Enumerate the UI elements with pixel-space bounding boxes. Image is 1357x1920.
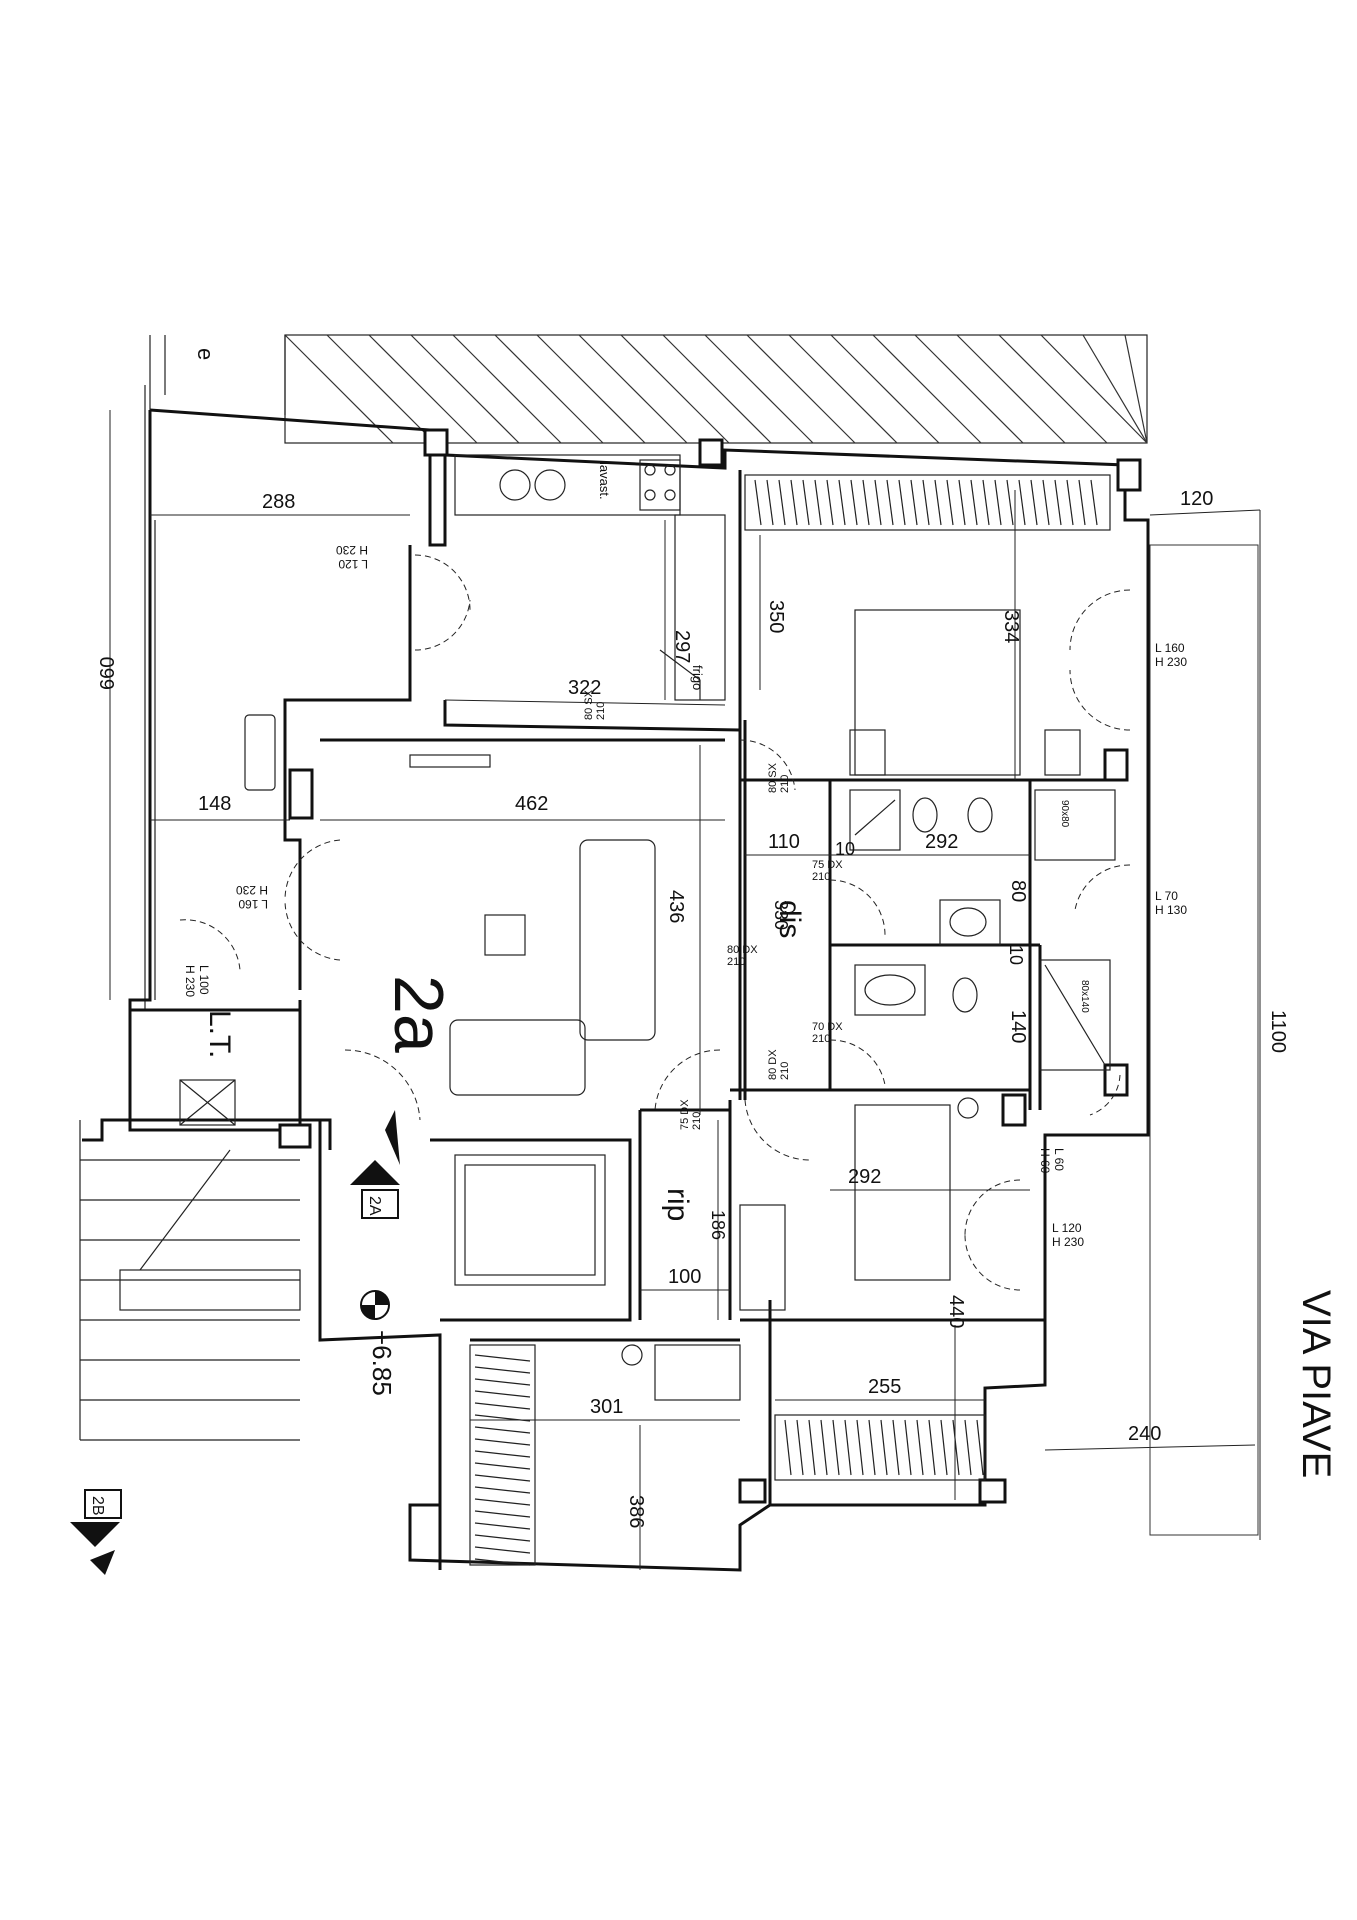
door-bath2-width: 70 DX [812,1021,843,1033]
level-marker [360,1290,390,1320]
door-kitchen-height: 210 [595,702,607,720]
dim-440: 440 [945,1295,967,1328]
dim-436: 436 [665,890,687,923]
fixture-shower-2: 80x140 [1079,980,1090,1013]
dim-10-a: 10 [835,839,855,859]
dim-140: 140 [1007,1010,1029,1043]
window-bath2-h: H 60 [1038,1148,1052,1174]
living-furniture [244,609,1081,1401]
dim-120: 120 [1180,488,1213,510]
door-living-width: 80 DX [727,944,758,956]
street-label: VIA PIAVE [1294,1290,1338,1478]
dim-288: 288 [262,491,295,513]
section-2a-label: 2A [366,1196,383,1216]
window-master: L 160 H 230 [1155,641,1187,669]
door-swings [179,554,1131,1291]
room-storage-label: rip [661,1188,694,1221]
door-kitchen-label: 80 SX 210 [583,689,607,720]
door-master-label: 80 SX 210 [767,762,791,793]
window-living: L 160 H 230 [236,883,268,911]
dim-292-a: 292 [925,831,958,853]
fixture-fridge: frigo [690,665,705,690]
dim-100: 100 [668,1266,701,1288]
neighbour-hatch-area [284,334,1148,444]
door-living-label: 80 DX 210 [727,944,758,968]
window-stair-l: L 100 [197,965,211,995]
dim-350: 350 [765,600,787,633]
dim-462: 462 [515,793,548,815]
room-stair-label: L.T. [203,1010,236,1058]
dimension-lines [109,410,1261,1570]
door-bed2-width: 80 DX [767,1049,779,1080]
dim-186: 186 [708,1210,728,1240]
kitchen-counter [454,454,726,701]
dim-386: 386 [625,1495,647,1528]
window-bed2: L 120 H 230 [1052,1221,1084,1249]
door-bed2-label: 80 DX 210 [767,1049,791,1080]
window-living-h: H 230 [236,883,268,897]
door-bath2-height: 210 [812,1033,830,1045]
room-hallway-label: dis [773,900,806,938]
window-bath1-l: L 70 [1155,889,1178,903]
window-stair: L 100 H 230 [183,965,211,997]
window-bath1-h: H 130 [1155,903,1187,917]
dim-148: 148 [198,793,231,815]
window-bath2-l: L 60 [1052,1148,1066,1171]
wardrobes [469,474,1111,1566]
dim-297: 297 [671,630,693,663]
fixture-shower-1: 90x80 [1059,800,1070,828]
bathroom-fixtures [849,789,1116,1071]
dim-334: 334 [1000,610,1022,643]
window-master-h: H 230 [1155,655,1187,669]
dim-330: 330 [771,900,791,930]
door-master-width: 80 SX [767,762,779,793]
door-storage-height: 210 [691,1112,703,1130]
dim-322: 322 [568,677,601,699]
section-2b-label: 2B [89,1496,106,1516]
window-kitchen: L 120 H 230 [336,543,368,571]
door-master-height: 210 [779,775,791,793]
section-marker-2a [350,1110,400,1219]
dim-660: 660 [97,657,119,690]
elevation-label: +6.85 [367,1330,397,1396]
door-living-height: 210 [727,956,745,968]
dim-301: 301 [590,1396,623,1418]
window-bath2: L 60 H 60 [1038,1148,1066,1174]
dim-255: 255 [868,1376,901,1398]
dim-110: 110 [768,831,800,853]
dim-80: 80 [1007,880,1029,902]
dim-1100: 1100 [1267,1010,1289,1053]
door-kitchen-width: 80 SX [583,689,595,720]
dim-10-b: 10 [1006,945,1026,965]
window-bed2-h: H 230 [1052,1235,1084,1249]
window-master-l: L 160 [1155,641,1185,655]
window-stair-h: H 230 [183,965,197,997]
window-living-l: L 160 [238,897,268,911]
door-bath1-label: 75 DX 210 [812,859,843,883]
window-bed2-l: L 120 [1052,1221,1082,1235]
unit-label: 2a [380,975,458,1053]
door-storage-label: 75 DX 210 [679,1099,703,1130]
door-bath1-height: 210 [812,871,830,883]
door-bath1-width: 75 DX [812,859,843,871]
door-storage-width: 75 DX [679,1099,691,1130]
dim-240: 240 [1128,1423,1161,1445]
fixture-dishwasher: lavast. [597,462,612,500]
window-bath1: L 70 H 130 [1155,889,1187,917]
stair-core [79,1008,606,1441]
window-kitchen-h: H 230 [336,543,368,557]
door-bath2-label: 70 DX 210 [812,1021,843,1045]
window-kitchen-l: L 120 [338,557,368,571]
corner-mark: e [193,348,218,360]
structural-columns [278,428,1142,1504]
door-bed2-height: 210 [779,1062,791,1080]
dim-292-b: 292 [848,1166,881,1188]
section-marker-2b [70,1489,122,1575]
